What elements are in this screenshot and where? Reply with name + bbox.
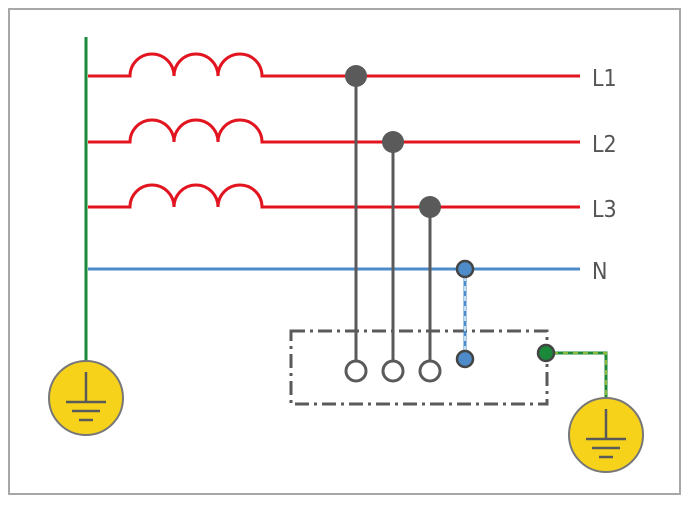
phase-line-l1 — [88, 52, 580, 78]
label-n: N — [592, 259, 607, 285]
phase-line-l2 — [88, 118, 580, 144]
junction-l2 — [382, 131, 404, 153]
ground-symbol-icon — [48, 360, 124, 436]
terminal-neutral — [455, 349, 475, 369]
inductor-coil-icon — [88, 183, 580, 209]
junction-neutral — [455, 259, 475, 279]
junction-l1 — [345, 65, 367, 87]
phase-line-l3 — [88, 183, 580, 209]
conductor-earth-dash — [553, 352, 607, 398]
terminal-l2 — [381, 359, 405, 383]
conductor-earth — [546, 351, 608, 402]
label-l2: L2 — [592, 132, 617, 158]
inductor-coil-icon — [88, 118, 580, 144]
terminal-l3 — [418, 359, 442, 383]
ground-symbol-icon — [568, 397, 644, 473]
terminal-l1 — [344, 359, 368, 383]
junction-l3 — [419, 196, 441, 218]
label-l3: L3 — [592, 197, 617, 223]
device-enclosure — [289, 329, 549, 406]
terminal-earth — [536, 343, 556, 363]
label-l1: L1 — [592, 66, 617, 92]
inductor-coil-icon — [88, 52, 580, 78]
